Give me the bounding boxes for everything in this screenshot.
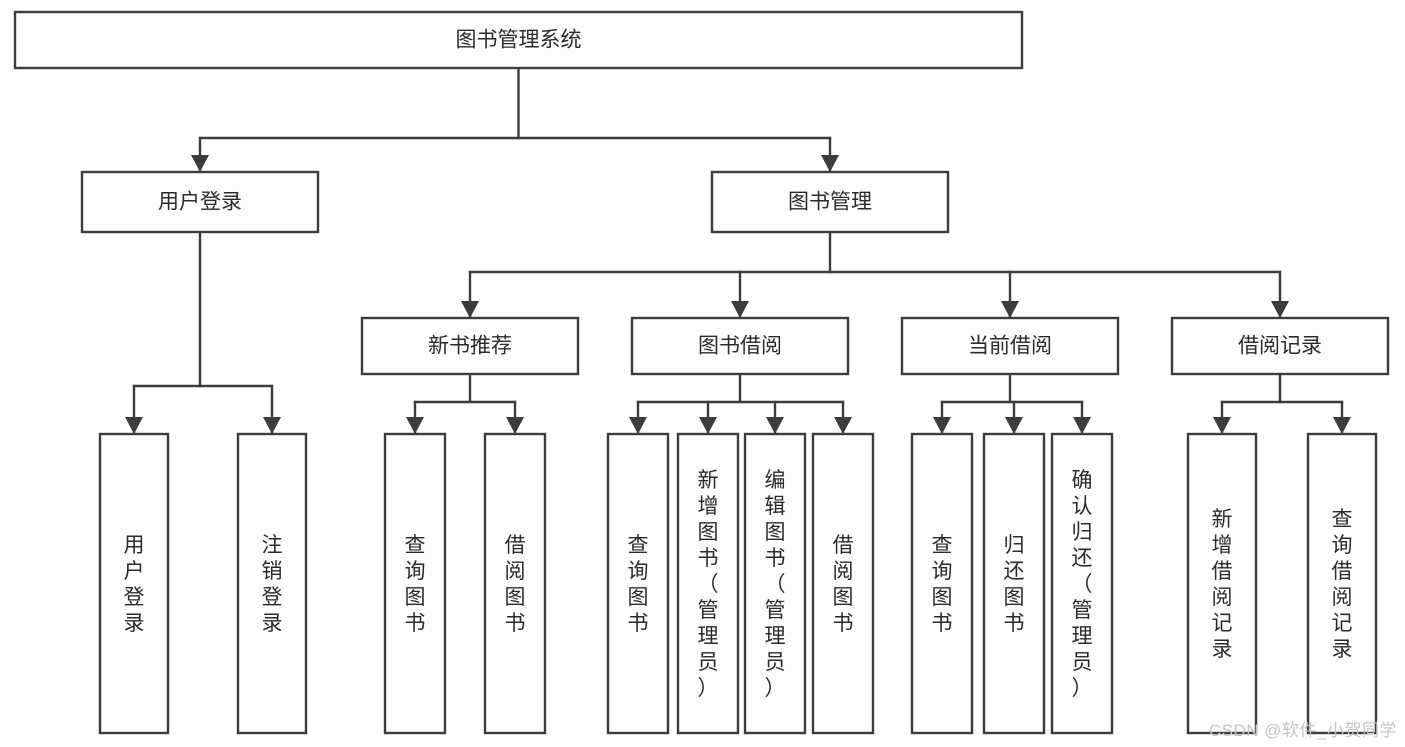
node-label: 借阅记录 <box>1238 335 1322 358</box>
node-box <box>1186 432 1258 735</box>
node-box <box>1050 432 1114 735</box>
arrow-head-用户登录 <box>191 155 209 172</box>
leaf-node-新增图书-管理员[interactable]: 新增图书（管理员） <box>676 432 740 735</box>
leaf-node-新增借阅记录[interactable]: 新增借阅记录 <box>1186 432 1258 735</box>
level1-node-图书管理[interactable]: 图书管理 <box>710 170 950 234</box>
node-box <box>630 316 850 376</box>
node-label: 编辑图书（管理员） <box>765 469 786 700</box>
level2-node-借阅记录[interactable]: 借阅记录 <box>1170 316 1390 376</box>
arrow-head-图书借阅 <box>731 301 749 318</box>
node-label: 查询图书 <box>628 534 649 635</box>
node-label: 当前借阅 <box>968 335 1052 358</box>
node-label: 新书推荐 <box>428 335 512 358</box>
arrow-head-新增借阅记录 <box>1213 417 1231 434</box>
leaf-node-查询借阅记录[interactable]: 查询借阅记录 <box>1306 432 1378 735</box>
arrow-head-确认归还-管理员 <box>1073 417 1091 434</box>
root-node-图书管理系统[interactable]: 图书管理系统 <box>13 10 1024 70</box>
leaf-node-查询图书[interactable]: 查询图书 <box>383 432 447 735</box>
node-label: 注销登录 <box>262 534 283 635</box>
node-box <box>1306 432 1378 735</box>
arrow-head-图书管理 <box>821 155 839 172</box>
node-box <box>743 432 807 735</box>
arrow-head-查询借阅记录 <box>1333 417 1351 434</box>
node-box <box>383 432 447 735</box>
node-label: 图书管理系统 <box>456 29 582 52</box>
arrow-head-新增图书-管理员 <box>699 417 717 434</box>
node-label: 查询图书 <box>932 534 953 635</box>
node-label: 图书管理 <box>788 191 872 214</box>
level2-node-新书推荐[interactable]: 新书推荐 <box>360 316 580 376</box>
node-box <box>606 432 670 735</box>
arrow-head-注销登录 <box>263 417 281 434</box>
node-label: 借阅图书 <box>505 534 526 635</box>
node-label: 新增借阅记录 <box>1212 508 1233 661</box>
node-label: 图书借阅 <box>698 335 782 358</box>
node-box <box>1170 316 1390 376</box>
node-label: 查询借阅记录 <box>1332 508 1353 661</box>
level2-node-图书借阅[interactable]: 图书借阅 <box>630 316 850 376</box>
node-box <box>236 432 308 735</box>
leaf-node-查询图书[interactable]: 查询图书 <box>606 432 670 735</box>
node-box <box>80 170 320 234</box>
arrow-head-查询图书 <box>406 417 424 434</box>
node-box <box>98 432 170 735</box>
leaf-node-查询图书[interactable]: 查询图书 <box>910 432 974 735</box>
arrow-head-当前借阅 <box>1001 301 1019 318</box>
arrow-head-查询图书 <box>629 417 647 434</box>
level1-node-用户登录[interactable]: 用户登录 <box>80 170 320 234</box>
leaf-node-用户登录[interactable]: 用户登录 <box>98 432 170 735</box>
node-box <box>910 432 974 735</box>
arrow-head-借阅图书 <box>834 417 852 434</box>
node-label: 归还图书 <box>1004 534 1025 635</box>
arrow-head-归还图书 <box>1005 417 1023 434</box>
arrow-head-编辑图书-管理员 <box>766 417 784 434</box>
node-box <box>900 316 1120 376</box>
node-box <box>811 432 875 735</box>
edge-layer <box>125 66 1351 436</box>
leaf-node-编辑图书-管理员[interactable]: 编辑图书（管理员） <box>743 432 807 735</box>
leaf-node-借阅图书[interactable]: 借阅图书 <box>811 432 875 735</box>
arrow-head-查询图书 <box>933 417 951 434</box>
node-box <box>360 316 580 376</box>
leaf-node-注销登录[interactable]: 注销登录 <box>236 432 308 735</box>
node-box <box>13 10 1024 70</box>
arrow-head-用户登录 <box>125 417 143 434</box>
leaf-node-借阅图书[interactable]: 借阅图书 <box>483 432 547 735</box>
leaf-node-确认归还-管理员[interactable]: 确认归还（管理员） <box>1050 432 1114 735</box>
node-box <box>982 432 1046 735</box>
leaf-node-归还图书[interactable]: 归还图书 <box>982 432 1046 735</box>
arrow-head-新书推荐 <box>461 301 479 318</box>
arrow-head-借阅图书 <box>506 417 524 434</box>
node-box <box>710 170 950 234</box>
node-layer: 图书管理系统用户登录图书管理新书推荐图书借阅当前借阅借阅记录用户登录注销登录查询… <box>13 10 1390 735</box>
node-label: 借阅图书 <box>833 534 854 635</box>
node-label: 确认归还（管理员） <box>1072 469 1093 700</box>
node-box <box>676 432 740 735</box>
node-label: 新增图书（管理员） <box>698 469 719 700</box>
level2-node-当前借阅[interactable]: 当前借阅 <box>900 316 1120 376</box>
arrow-head-借阅记录 <box>1271 301 1289 318</box>
node-label: 查询图书 <box>405 534 426 635</box>
node-box <box>483 432 547 735</box>
node-label: 用户登录 <box>158 191 242 214</box>
csdn-watermark: CSDN @软件_小贺同学 <box>1208 721 1397 740</box>
node-label: 用户登录 <box>124 534 145 635</box>
